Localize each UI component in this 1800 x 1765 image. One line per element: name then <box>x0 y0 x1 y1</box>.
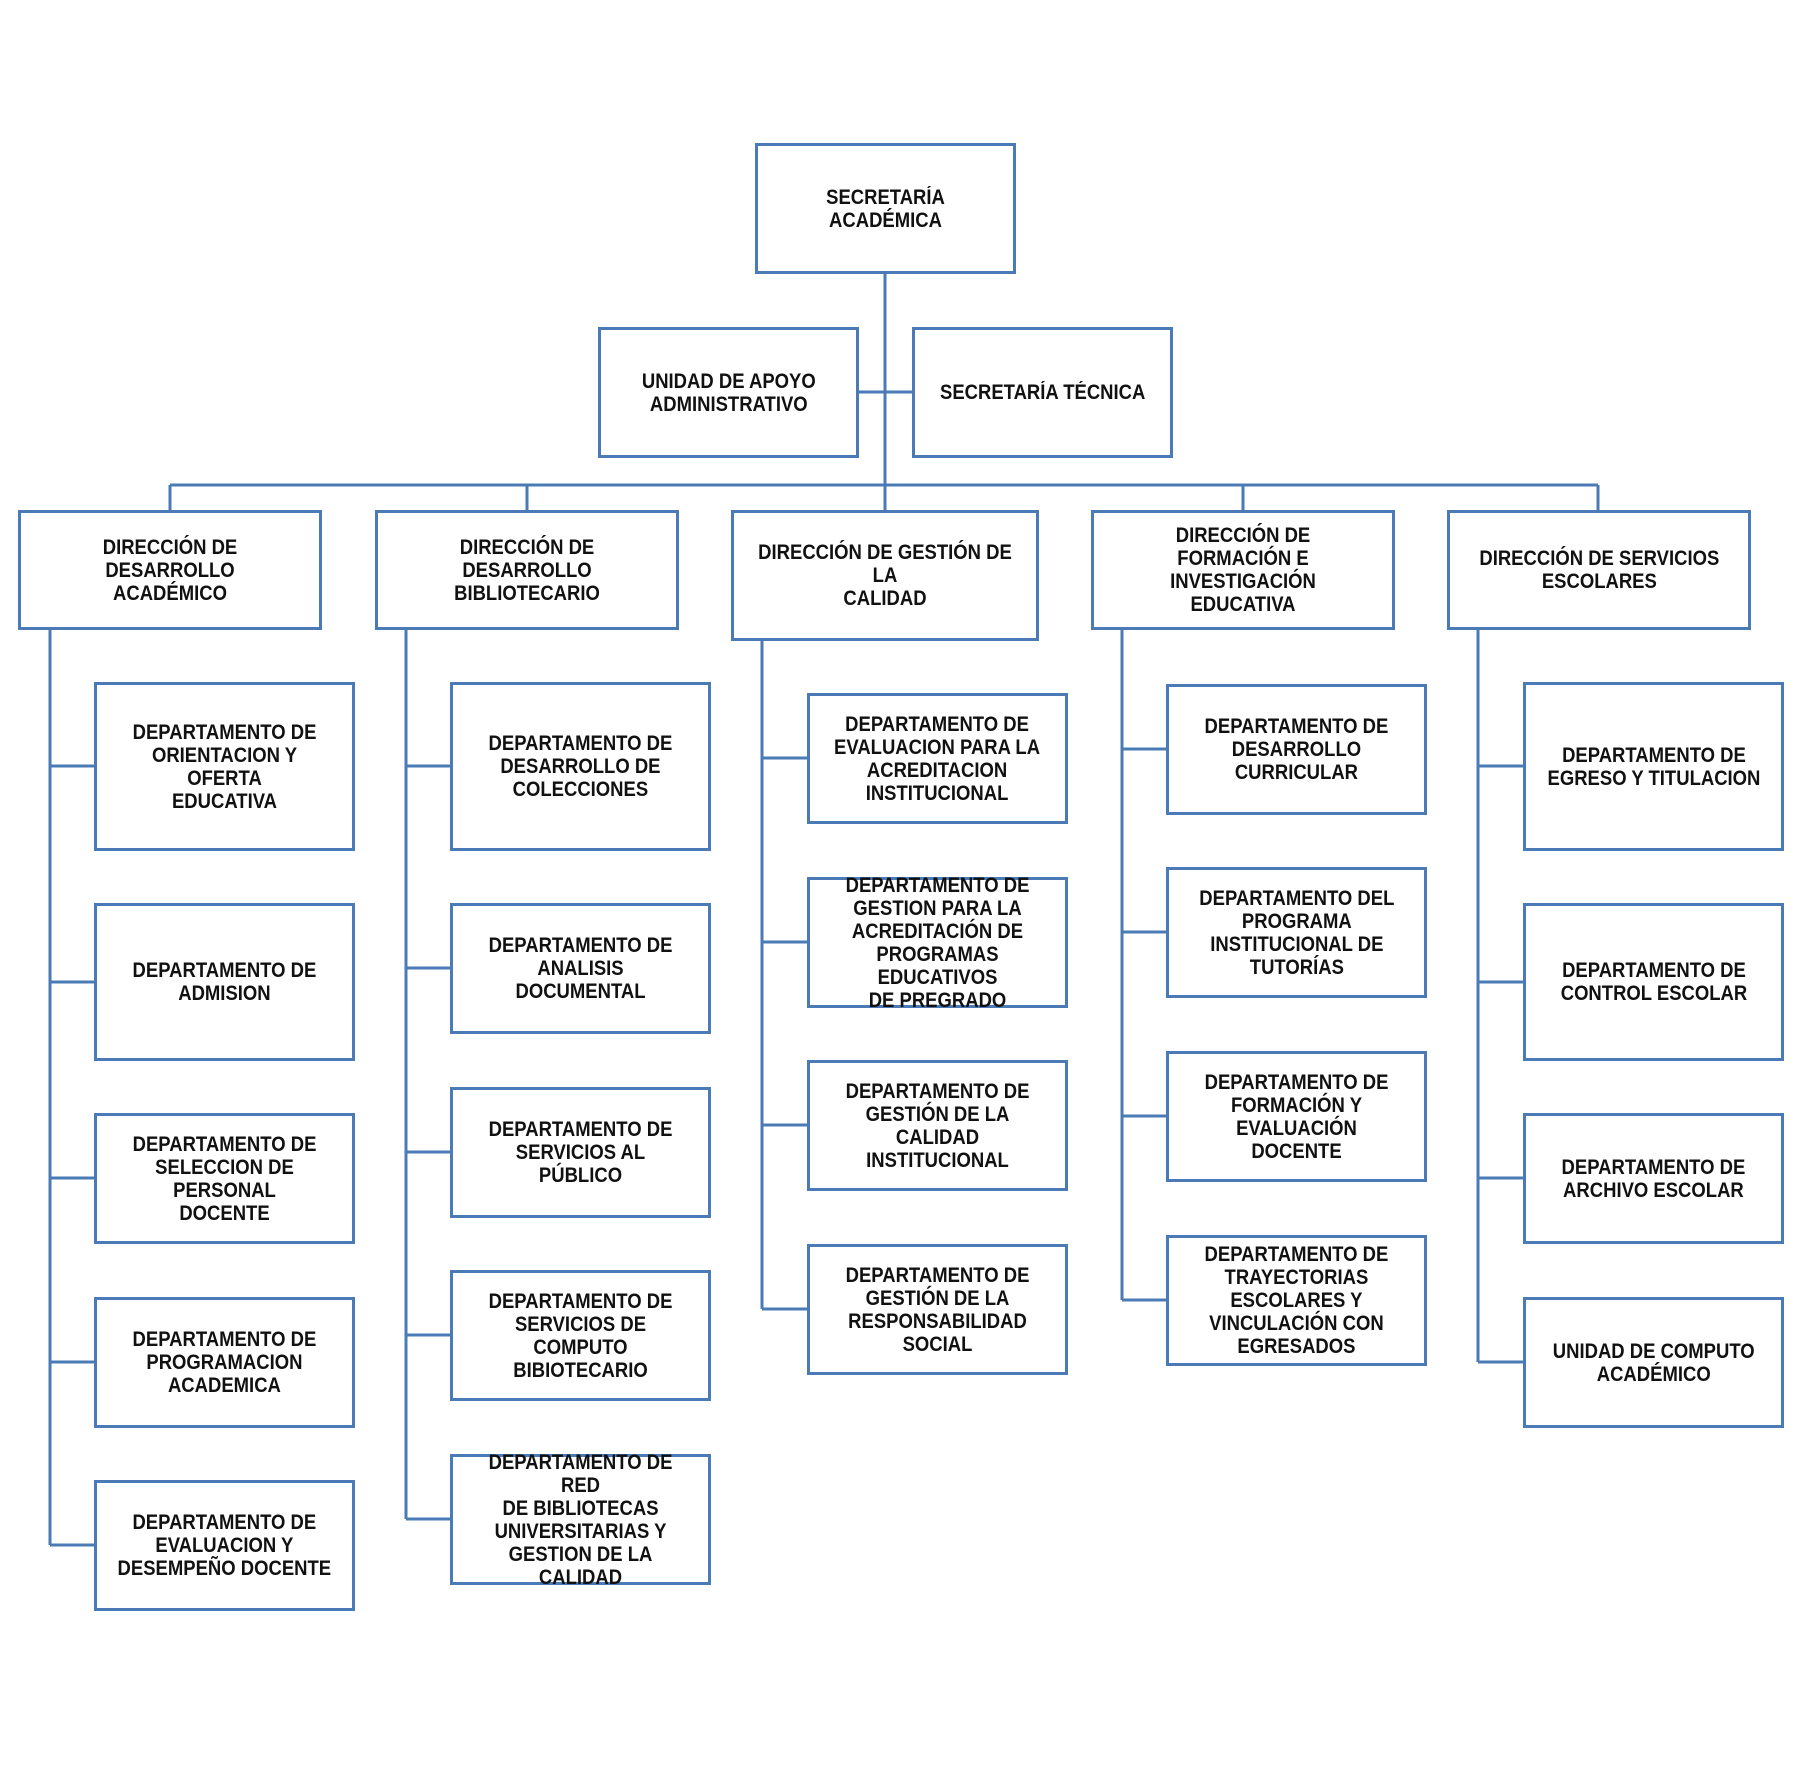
node-department-label: DEPARTAMENTO DE GESTION PARA LA ACREDITA… <box>845 873 1030 1012</box>
node-department: DEPARTAMENTO DE TRAYECTORIAS ESCOLARES Y… <box>1166 1235 1427 1366</box>
node-department-label: DEPARTAMENTO DE SERVICIOS AL PÚBLICO <box>488 1118 673 1187</box>
node-department-label: DEPARTAMENTO DE ADMISION <box>132 959 317 1005</box>
node-department-label: DEPARTAMENTO DE PROGRAMACION ACADEMICA <box>132 1328 317 1397</box>
node-directorate-label: DIRECCIÓN DE DESARROLLO ACADÉMICO <box>102 535 238 605</box>
node-department-label: DEPARTAMENTO DE DESARROLLO CURRICULAR <box>1204 715 1389 784</box>
node-department-label: DEPARTAMENTO DE EGRESO Y TITULACION <box>1547 743 1760 790</box>
node-department-label: DEPARTAMENTO DE ANALISIS DOCUMENTAL <box>488 934 673 1003</box>
node-department: DEPARTAMENTO DE DESARROLLO CURRICULAR <box>1166 684 1427 815</box>
node-department-label: DEPARTAMENTO DE ARCHIVO ESCOLAR <box>1561 1155 1746 1202</box>
node-department-label: DEPARTAMENTO DEL PROGRAMA INSTITUCIONAL … <box>1198 886 1395 979</box>
node-department-label: DEPARTAMENTO DE SERVICIOS DE COMPUTO BIB… <box>488 1289 673 1382</box>
node-department: DEPARTAMENTO DE ARCHIVO ESCOLAR <box>1523 1113 1784 1244</box>
node-department: DEPARTAMENTO DEL PROGRAMA INSTITUCIONAL … <box>1166 867 1427 998</box>
node-department-label: DEPARTAMENTO DE EVALUACION Y DESEMPEÑO D… <box>117 1511 332 1580</box>
node-department-label: DEPARTAMENTO DE GESTIÓN DE LA RESPONSABI… <box>845 1263 1030 1356</box>
node-directorate-school-services: DIRECCIÓN DE SERVICIOS ESCOLARES <box>1447 510 1751 630</box>
node-directorate-label: DIRECCIÓN DE FORMACIÓN E INVESTIGACIÓN E… <box>1170 524 1316 616</box>
node-department-label: UNIDAD DE COMPUTO ACADÉMICO <box>1552 1339 1755 1386</box>
node-department: DEPARTAMENTO DE PROGRAMACION ACADEMICA <box>94 1297 355 1428</box>
node-department: DEPARTAMENTO DE ANALISIS DOCUMENTAL <box>450 903 711 1034</box>
node-department-label: DEPARTAMENTO DE DESARROLLO DE COLECCIONE… <box>488 732 673 801</box>
node-department-label: DEPARTAMENTO DE GESTIÓN DE LA CALIDAD IN… <box>845 1079 1030 1172</box>
node-directorate-academic-development: DIRECCIÓN DE DESARROLLO ACADÉMICO <box>18 510 322 630</box>
node-department: DEPARTAMENTO DE GESTIÓN DE LA CALIDAD IN… <box>807 1060 1068 1191</box>
node-department-label: DEPARTAMENTO DE SELECCION DE PERSONAL DO… <box>132 1132 317 1225</box>
node-root-label: SECRETARÍA ACADÉMICA <box>826 185 945 232</box>
node-department-label: DEPARTAMENTO DE EVALUACION PARA LA ACRED… <box>834 712 1041 805</box>
node-directorate-quality-management: DIRECCIÓN DE GESTIÓN DE LA CALIDAD <box>731 510 1039 641</box>
node-staff-unit-technical-secretariat: SECRETARÍA TÉCNICA <box>912 327 1173 458</box>
node-department: DEPARTAMENTO DE SELECCION DE PERSONAL DO… <box>94 1113 355 1244</box>
node-department-label: DEPARTAMENTO DE TRAYECTORIAS ESCOLARES Y… <box>1204 1243 1389 1358</box>
node-department: DEPARTAMENTO DE CONTROL ESCOLAR <box>1523 903 1784 1061</box>
node-department-label: DEPARTAMENTO DE CONTROL ESCOLAR <box>1560 959 1747 1005</box>
node-department-label: DEPARTAMENTO DE ORIENTACION Y OFERTA EDU… <box>132 720 317 813</box>
node-department: DEPARTAMENTO DE ORIENTACION Y OFERTA EDU… <box>94 682 355 851</box>
node-department: DEPARTAMENTO DE GESTIÓN DE LA RESPONSABI… <box>807 1244 1068 1375</box>
node-department: DEPARTAMENTO DE FORMACIÓN Y EVALUACIÓN D… <box>1166 1051 1427 1182</box>
node-staff-unit-technical-secretariat-label: SECRETARÍA TÉCNICA <box>939 381 1146 404</box>
node-department: UNIDAD DE COMPUTO ACADÉMICO <box>1523 1297 1784 1428</box>
node-department-label: DEPARTAMENTO DE FORMACIÓN Y EVALUACIÓN D… <box>1204 1070 1389 1163</box>
node-directorate-label: DIRECCIÓN DE DESARROLLO BIBLIOTECARIO <box>454 535 600 605</box>
node-directorate-label: DIRECCIÓN DE SERVICIOS ESCOLARES <box>1479 547 1719 593</box>
node-department: DEPARTAMENTO DE EVALUACION Y DESEMPEÑO D… <box>94 1480 355 1611</box>
node-directorate-label: DIRECCIÓN DE GESTIÓN DE LA CALIDAD <box>758 541 1012 610</box>
node-department: DEPARTAMENTO DE EVALUACION PARA LA ACRED… <box>807 693 1068 824</box>
node-root: SECRETARÍA ACADÉMICA <box>755 143 1016 274</box>
node-directorate-educational-research: DIRECCIÓN DE FORMACIÓN E INVESTIGACIÓN E… <box>1091 510 1395 630</box>
node-staff-unit-admin-support-label: UNIDAD DE APOYO ADMINISTRATIVO <box>641 369 816 416</box>
node-department: DEPARTAMENTO DE ADMISION <box>94 903 355 1061</box>
node-department: DEPARTAMENTO DE SERVICIOS DE COMPUTO BIB… <box>450 1270 711 1401</box>
node-department: DEPARTAMENTO DE EGRESO Y TITULACION <box>1523 682 1784 851</box>
node-staff-unit-admin-support: UNIDAD DE APOYO ADMINISTRATIVO <box>598 327 859 458</box>
node-department: DEPARTAMENTO DE SERVICIOS AL PÚBLICO <box>450 1087 711 1218</box>
node-department: DEPARTAMENTO DE RED DE BIBLIOTECAS UNIVE… <box>450 1451 711 1589</box>
node-department: DEPARTAMENTO DE DESARROLLO DE COLECCIONE… <box>450 682 711 851</box>
node-directorate-library-development: DIRECCIÓN DE DESARROLLO BIBLIOTECARIO <box>375 510 679 630</box>
node-department-label: DEPARTAMENTO DE RED DE BIBLIOTECAS UNIVE… <box>488 1450 673 1589</box>
node-department: DEPARTAMENTO DE GESTION PARA LA ACREDITA… <box>807 874 1068 1012</box>
